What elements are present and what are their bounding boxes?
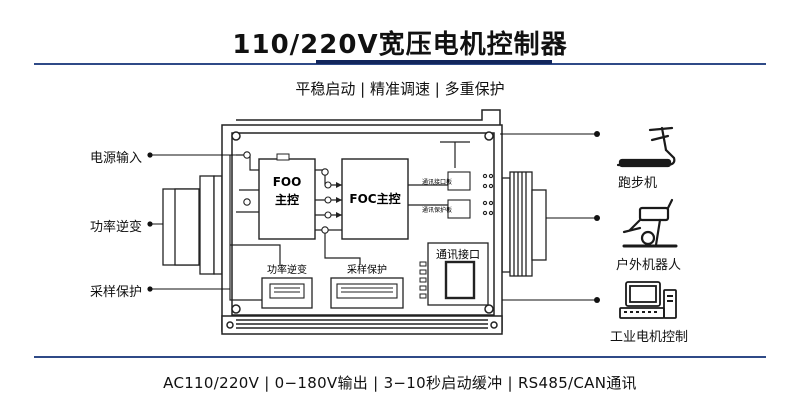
title-divider xyxy=(34,60,766,65)
left-callout-dots xyxy=(147,152,153,292)
left-label-power-inverter: 功率逆变 xyxy=(90,220,143,235)
comm-modules xyxy=(447,171,494,219)
left-heatsink xyxy=(162,175,223,275)
right-callouts xyxy=(500,133,597,301)
comm-port-label: 通讯接口 xyxy=(436,248,480,261)
left-label-sample-protect: 采样保护 xyxy=(90,285,143,300)
subtitle: 平稳启动 | 精准调速 | 多重保护 xyxy=(295,80,505,98)
power-inverter-label: 功率逆变 xyxy=(267,263,307,276)
right-label-industrial-control: 工业电机控制 xyxy=(610,330,689,345)
foo-label-2: 主控 xyxy=(275,192,299,207)
right-heatsink xyxy=(501,171,547,277)
sample-protect-label: 采样保护 xyxy=(347,263,387,276)
comm-module-text-1: 通讯接口板 xyxy=(422,178,452,186)
foo-controller-block xyxy=(258,158,316,240)
wiring xyxy=(229,141,470,301)
right-label-outdoor-robot: 户外机器人 xyxy=(616,258,682,273)
left-label-power-input: 电源输入 xyxy=(90,151,143,166)
foc-controller-block xyxy=(341,158,409,240)
foo-label-1: FOO xyxy=(273,175,302,189)
page-title: 110/220V宽压电机控制器 xyxy=(232,30,568,60)
footer-divider xyxy=(34,356,766,358)
right-label-treadmill: 跑步机 xyxy=(618,176,658,191)
right-callout-dots xyxy=(594,131,600,303)
comm-module-text-2: 通讯保护板 xyxy=(422,206,452,214)
exercise-bike-icon xyxy=(622,198,678,248)
spec-footer: AC110/220V | 0−180V输出 | 3−10秒启动缓冲 | RS48… xyxy=(163,374,637,392)
industrial-computer-icon xyxy=(619,281,677,319)
foc-label: FOC主控 xyxy=(349,191,400,206)
treadmill-icon xyxy=(616,126,676,168)
